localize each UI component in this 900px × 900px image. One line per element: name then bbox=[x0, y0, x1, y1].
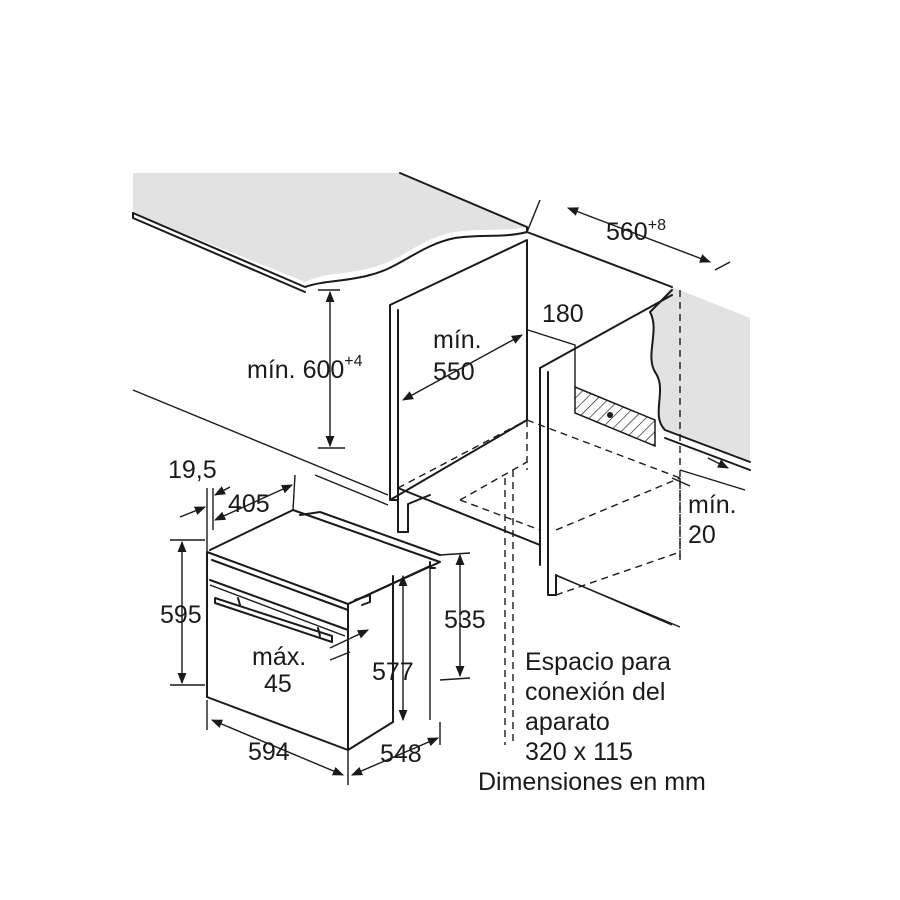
oven bbox=[206, 509, 441, 751]
note-connection-line1: Espacio para bbox=[525, 648, 671, 676]
dim-548 bbox=[350, 722, 441, 776]
dim-535 bbox=[439, 552, 471, 681]
dim-180 bbox=[527, 329, 576, 387]
label-595: 595 bbox=[160, 601, 202, 629]
note-connection-size: 320 x 115 bbox=[525, 738, 633, 766]
dim-594 bbox=[206, 700, 349, 785]
hidden-lines bbox=[397, 290, 681, 745]
label-577: 577 bbox=[372, 658, 414, 686]
label-600: mín. 600+4 bbox=[247, 353, 363, 384]
dim-550 bbox=[402, 334, 523, 401]
note-connection-line2: conexión del bbox=[525, 678, 665, 706]
label-594: 594 bbox=[248, 738, 290, 766]
label-560: 560+8 bbox=[606, 217, 666, 246]
label-19-5: 19,5 bbox=[168, 456, 217, 484]
dim-600 bbox=[318, 289, 345, 449]
dim-595 bbox=[170, 539, 205, 686]
floor-lines bbox=[132, 389, 681, 628]
note-connection-line3: aparato bbox=[525, 708, 610, 736]
dim-45 bbox=[329, 629, 370, 661]
note-units: Dimensiones en mm bbox=[478, 768, 706, 796]
label-535: 535 bbox=[444, 606, 486, 634]
countertop-right bbox=[649, 287, 751, 471]
label-45-line2: 45 bbox=[264, 670, 292, 698]
dim-20 bbox=[671, 457, 746, 491]
label-45-line1: máx. bbox=[252, 643, 306, 671]
label-550-line1: mín. bbox=[433, 326, 482, 354]
label-20-line2: 20 bbox=[688, 521, 716, 549]
label-20-line1: mín. bbox=[688, 491, 737, 519]
label-405: 405 bbox=[228, 490, 270, 518]
label-180: 180 bbox=[542, 300, 584, 328]
connection-box bbox=[574, 385, 656, 448]
dim-19-5 bbox=[179, 486, 231, 552]
label-548: 548 bbox=[380, 740, 422, 768]
label-550-line2: 550 bbox=[433, 358, 475, 386]
dim-405 bbox=[213, 474, 296, 521]
cabinet-left-panel bbox=[389, 239, 541, 546]
dim-560 bbox=[526, 199, 731, 271]
countertop-left bbox=[132, 172, 528, 293]
